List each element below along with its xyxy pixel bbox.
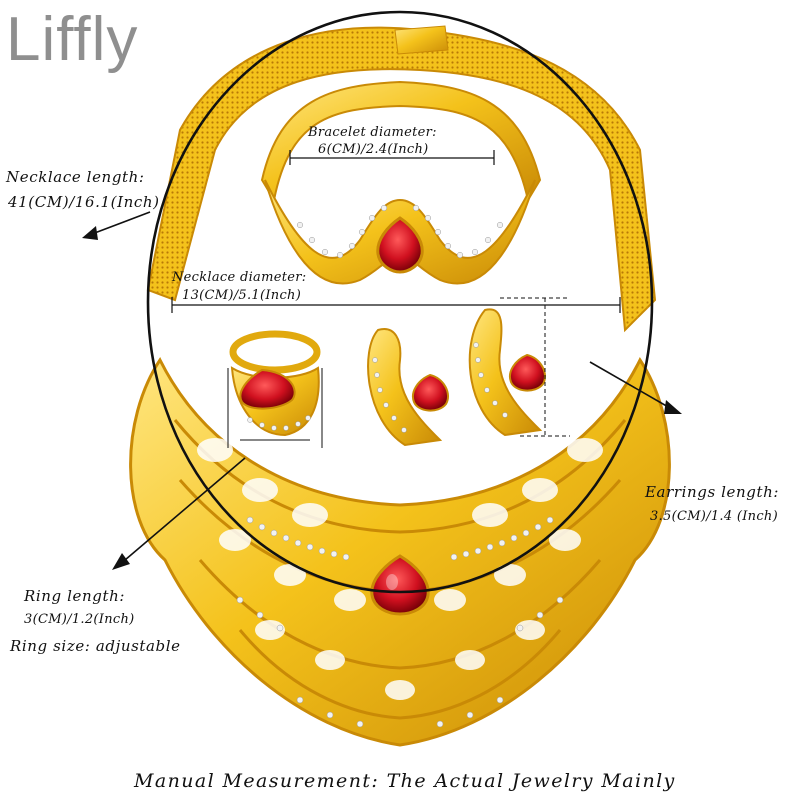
ring-arrow <box>112 553 130 570</box>
earrings-length-title: Earrings length: <box>645 483 780 501</box>
necklace-diameter-value: 13(CM)/5.1(Inch) <box>182 288 302 303</box>
bracelet-ruby <box>376 216 424 274</box>
ring <box>229 330 321 437</box>
bracelet <box>260 80 542 285</box>
measurement-overlay <box>82 10 682 594</box>
earring-arrow <box>664 400 682 414</box>
bracelet-diameter-value: 6(CM)/2.4(Inch) <box>318 142 429 157</box>
necklace-diameter-title: Necklace diameter: <box>172 270 307 285</box>
necklace-length-value: 41(CM)/16.1(Inch) <box>8 193 160 211</box>
necklace-ruby <box>370 554 430 616</box>
bracelet-diameter-title: Bracelet diameter: <box>308 125 437 140</box>
necklace-bib <box>129 357 671 747</box>
ring-length-value: 3(CM)/1.2(Inch) <box>24 612 135 627</box>
footer-caption: Manual Measurement: The Actual Jewelry M… <box>134 770 676 792</box>
necklace-length-title: Necklace length: <box>6 168 145 186</box>
earrings-length-value: 3.5(CM)/1.4 (Inch) <box>650 509 778 524</box>
earring-left <box>367 328 449 447</box>
ring-size-note: Ring size: adjustable <box>10 637 181 655</box>
brand-logo: Liffly <box>6 5 139 74</box>
necklace-chain <box>146 25 657 333</box>
earring-right <box>468 308 546 437</box>
necklace-length-arrow <box>82 226 98 240</box>
necklace-length-loop <box>146 10 654 594</box>
ring-length-title: Ring length: <box>24 587 126 605</box>
